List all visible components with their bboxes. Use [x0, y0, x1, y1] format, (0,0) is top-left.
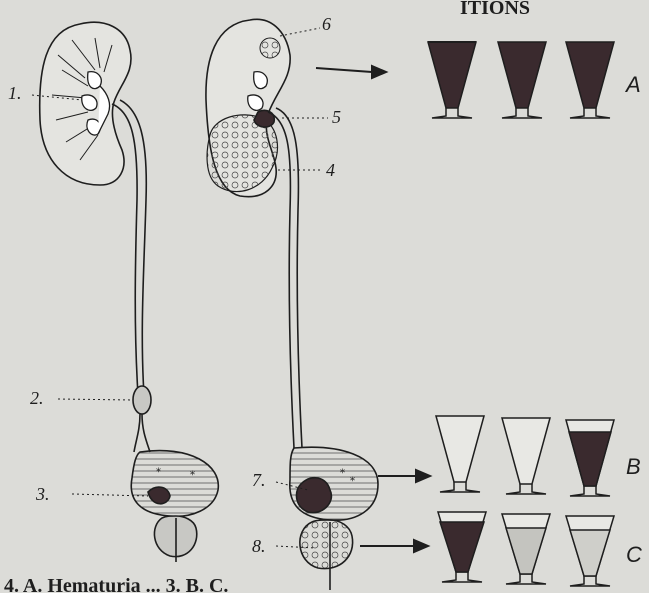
- glass-a1: [428, 42, 476, 118]
- left-ureter: [120, 100, 146, 395]
- group-label-a: A: [624, 72, 641, 97]
- right-urinary-tract: * *: [206, 19, 378, 590]
- glass-group-a: [428, 42, 614, 118]
- glass-b2: [502, 418, 550, 494]
- right-kidney-papilla-focus: [260, 38, 280, 58]
- glass-a3: [566, 42, 614, 118]
- label-3: 3.: [35, 484, 50, 504]
- right-prostate: [300, 520, 353, 569]
- top-heading: ITIONS: [460, 0, 530, 19]
- glass-c2: [502, 514, 550, 584]
- glass-c1: [438, 512, 486, 582]
- right-bladder-tumor: [296, 478, 331, 513]
- glass-b1: [436, 416, 484, 492]
- label-1: 1.: [8, 83, 22, 103]
- label-4: 4: [326, 160, 335, 180]
- group-label-b: B: [626, 454, 641, 479]
- label-8: 8.: [252, 536, 266, 556]
- glass-a2: [498, 42, 546, 118]
- glass-group-c: [438, 512, 614, 586]
- figure-caption: 4. A. Hematuria ... 3. B. C.: [4, 575, 228, 593]
- left-bladder: [131, 451, 218, 517]
- svg-text:*: *: [350, 476, 355, 487]
- svg-text:*: *: [156, 467, 161, 478]
- label-5: 5: [332, 107, 341, 127]
- group-label-c: C: [626, 542, 642, 567]
- glass-group-b: [436, 416, 614, 496]
- glass-b3: [566, 420, 614, 496]
- label-6: 6: [322, 14, 331, 34]
- left-urinary-tract: * *: [40, 22, 219, 562]
- glass-c3: [566, 516, 614, 586]
- svg-text:*: *: [190, 470, 195, 481]
- svg-text:*: *: [340, 468, 345, 479]
- ureter-stone: [133, 386, 151, 414]
- label-7: 7.: [252, 470, 266, 490]
- label-2: 2.: [30, 388, 44, 408]
